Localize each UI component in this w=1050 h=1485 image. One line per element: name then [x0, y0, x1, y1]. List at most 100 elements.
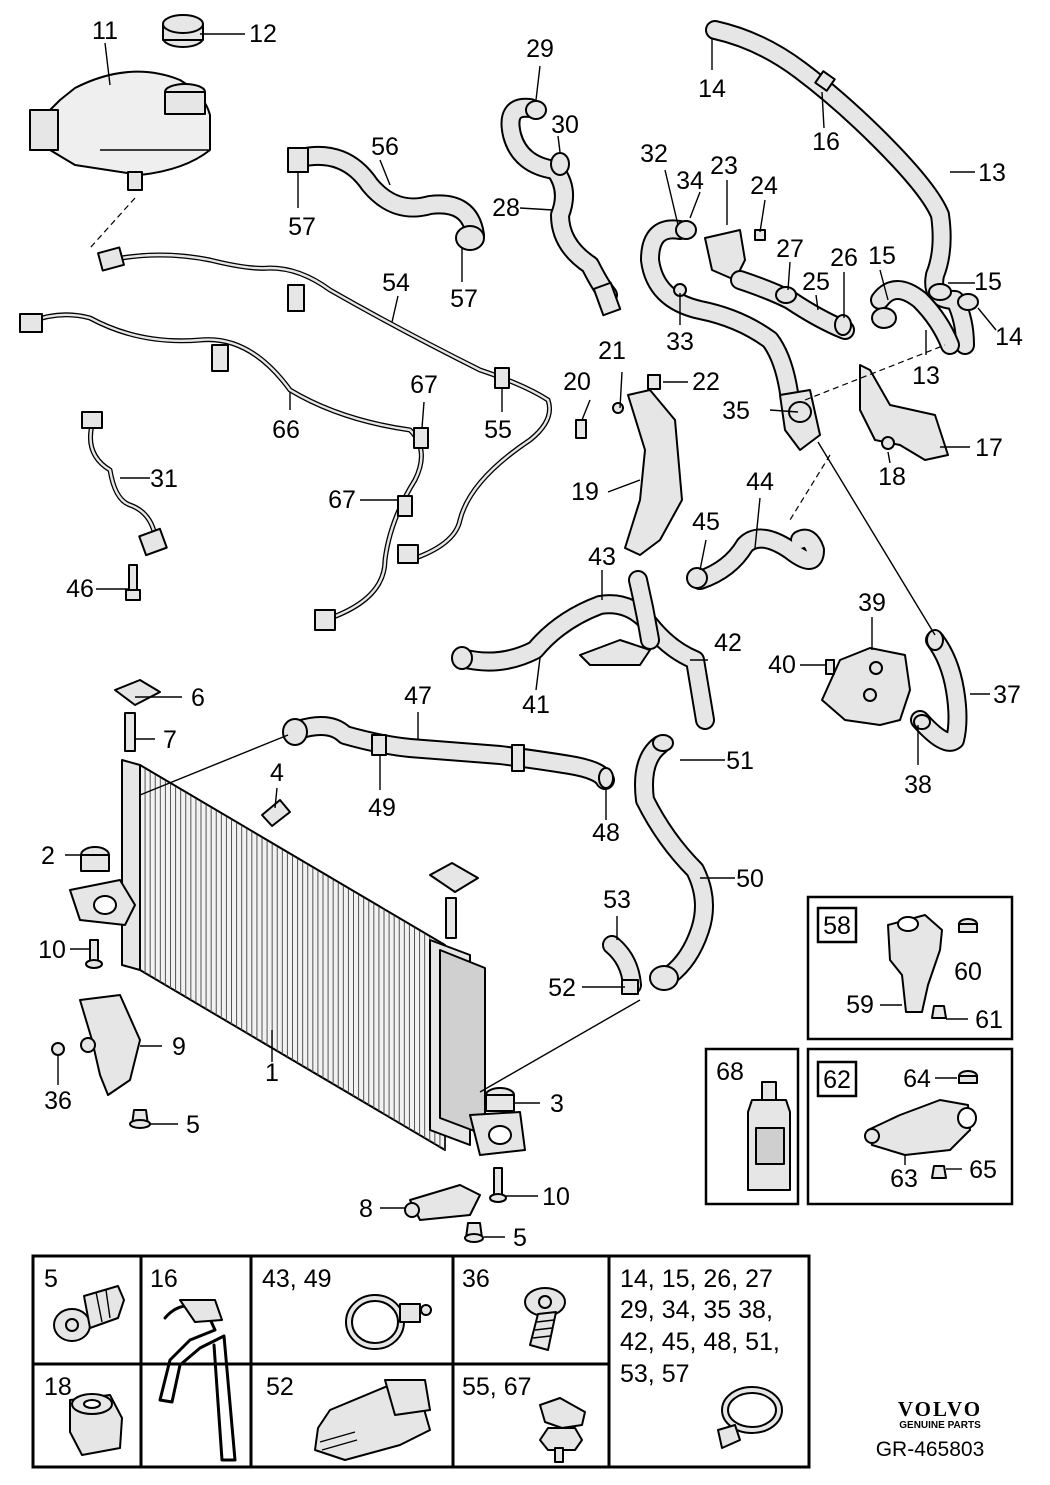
diagram-reference: GR-465803	[876, 1438, 985, 1461]
legend-label-52: 52	[266, 1373, 294, 1401]
callout-65: 65	[969, 1156, 997, 1184]
hose-28	[500, 97, 622, 317]
callout-67a: 67	[410, 371, 438, 399]
callout-48: 48	[592, 819, 620, 847]
nut-18-illustration	[69, 1393, 123, 1456]
callout-36: 36	[44, 1087, 72, 1115]
callout-59: 59	[846, 991, 874, 1019]
connection-lines	[89, 149, 946, 1093]
legend-label-clamps-4: 53, 57	[620, 1360, 690, 1388]
callout-18: 18	[878, 463, 906, 491]
callout-58: 58	[823, 912, 851, 940]
callout-26: 26	[830, 244, 858, 272]
callout-25: 25	[802, 268, 830, 296]
callout-33: 33	[666, 328, 694, 356]
clamp-43-49-illustration	[345, 1294, 432, 1350]
callout-32: 32	[640, 140, 668, 168]
callout-35: 35	[722, 397, 750, 425]
hose-44	[686, 528, 825, 590]
legend-label-5: 5	[44, 1265, 58, 1293]
callout-34: 34	[676, 167, 704, 195]
callout-62: 62	[823, 1066, 851, 1094]
callout-16: 16	[812, 128, 840, 156]
brand-block: VOLVO GENUINE PARTS GR-465803	[876, 1397, 985, 1461]
callout-39: 39	[858, 589, 886, 617]
callout-31: 31	[150, 465, 178, 493]
callout-53: 53	[603, 886, 631, 914]
callout-43: 43	[588, 543, 616, 571]
brand-name: VOLVO	[898, 1397, 982, 1421]
hose-50	[634, 734, 714, 991]
bolt-5-illustration	[53, 1285, 125, 1342]
callout-12: 12	[249, 20, 277, 48]
radiator-mount-left	[51, 846, 151, 1129]
callout-10b: 10	[542, 1183, 570, 1211]
callout-52: 52	[548, 974, 576, 1002]
callout-19: 19	[571, 478, 599, 506]
legend-label-clamps-2: 29, 34, 35 38,	[620, 1296, 773, 1324]
callout-8: 8	[359, 1195, 373, 1223]
callout-56: 56	[371, 133, 399, 161]
callout-66: 66	[272, 416, 300, 444]
callout-24: 24	[750, 172, 778, 200]
inset-62: 62 64 63 65	[806, 1047, 1014, 1206]
callout-6: 6	[191, 684, 205, 712]
callout-40: 40	[768, 651, 796, 679]
legend-label-18: 18	[44, 1373, 72, 1401]
callout-29: 29	[526, 35, 554, 63]
callout-54: 54	[382, 269, 410, 297]
bracket-39	[821, 647, 911, 726]
legend-label-16: 16	[150, 1265, 178, 1293]
callout-13b: 13	[912, 362, 940, 390]
hose-clamp-illustration	[717, 1386, 783, 1449]
inset-58: 58 60 59 61	[806, 895, 1014, 1041]
expansion-tank	[29, 14, 211, 191]
callout-9: 9	[172, 1033, 186, 1061]
callout-15a: 15	[868, 242, 896, 270]
callout-21: 21	[598, 337, 626, 365]
callout-57a: 57	[288, 213, 316, 241]
callout-47: 47	[404, 682, 432, 710]
callout-5b: 5	[513, 1224, 527, 1252]
callout-27: 27	[776, 235, 804, 263]
clip-52-illustration	[314, 1379, 431, 1461]
callout-23: 23	[710, 152, 738, 180]
clip-55-67-illustration	[539, 1397, 586, 1463]
hose-41	[451, 570, 715, 730]
callout-1: 1	[265, 1059, 279, 1087]
callout-57b: 57	[450, 285, 478, 313]
callout-41: 41	[522, 691, 550, 719]
callout-64: 64	[903, 1065, 931, 1093]
callout-38: 38	[904, 771, 932, 799]
radiator-mount-right	[404, 1087, 526, 1243]
hose-13	[705, 20, 979, 355]
legend-label-43-49: 43, 49	[262, 1265, 332, 1293]
leader-lines	[57, 33, 997, 1238]
callout-17: 17	[975, 434, 1003, 462]
bracket-19	[575, 374, 683, 556]
callout-2: 2	[41, 842, 55, 870]
callout-44: 44	[746, 468, 774, 496]
callout-63: 63	[890, 1165, 918, 1193]
inset-68: 68	[704, 1047, 800, 1206]
hose-56	[287, 145, 485, 251]
callout-61: 61	[975, 1006, 1003, 1034]
hose-47	[282, 716, 615, 790]
radiator-upper-mounts	[114, 679, 479, 939]
wire-harness-66	[19, 312, 429, 631]
radiator	[121, 759, 486, 1151]
callout-45: 45	[692, 508, 720, 536]
brand-tagline: GENUINE PARTS	[899, 1420, 981, 1431]
callout-50: 50	[736, 865, 764, 893]
callout-68: 68	[716, 1058, 744, 1086]
callout-60: 60	[954, 958, 982, 986]
callout-55: 55	[484, 416, 512, 444]
callout-3: 3	[550, 1090, 564, 1118]
callout-10a: 10	[38, 936, 66, 964]
callout-7: 7	[163, 726, 177, 754]
legend-label-55-67: 55, 67	[462, 1373, 532, 1401]
callout-4: 4	[270, 759, 284, 787]
callout-46: 46	[66, 575, 94, 603]
legend-table: 5 16 43, 49 36 18 52 55, 67 14, 15, 26, …	[31, 1254, 811, 1469]
